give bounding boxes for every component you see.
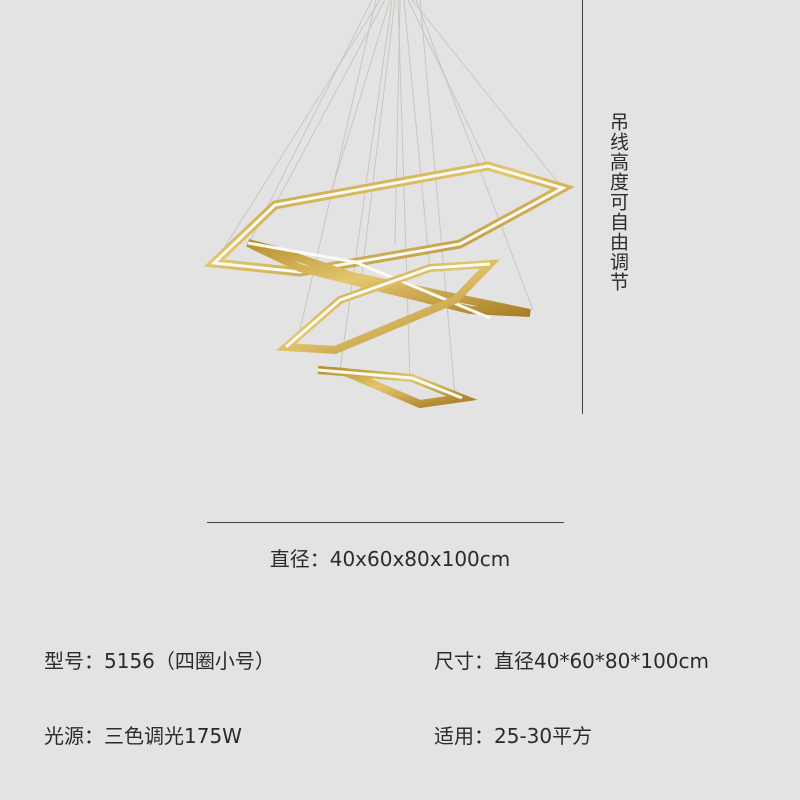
spec-model: 型号：5156（四圈小号）	[44, 649, 275, 673]
chandelier-illustration	[203, 0, 575, 409]
spec-applicable-area: 适用：25-30平方	[434, 724, 593, 748]
height-dimension-line	[582, 0, 583, 414]
ring-80cm	[246, 239, 531, 320]
suspension-wires	[213, 0, 561, 396]
spec-size: 尺寸：直径40*60*80*100cm	[434, 649, 709, 673]
diameter-label: 直径：40x60x80x100cm	[269, 547, 511, 571]
ring-60cm	[276, 259, 501, 355]
ring-40cm	[317, 366, 478, 409]
diameter-dimension-line	[207, 522, 564, 523]
height-adjustable-note: 吊线高度可自由调节	[607, 112, 629, 292]
spec-light-source: 光源：三色调光175W	[44, 724, 242, 748]
